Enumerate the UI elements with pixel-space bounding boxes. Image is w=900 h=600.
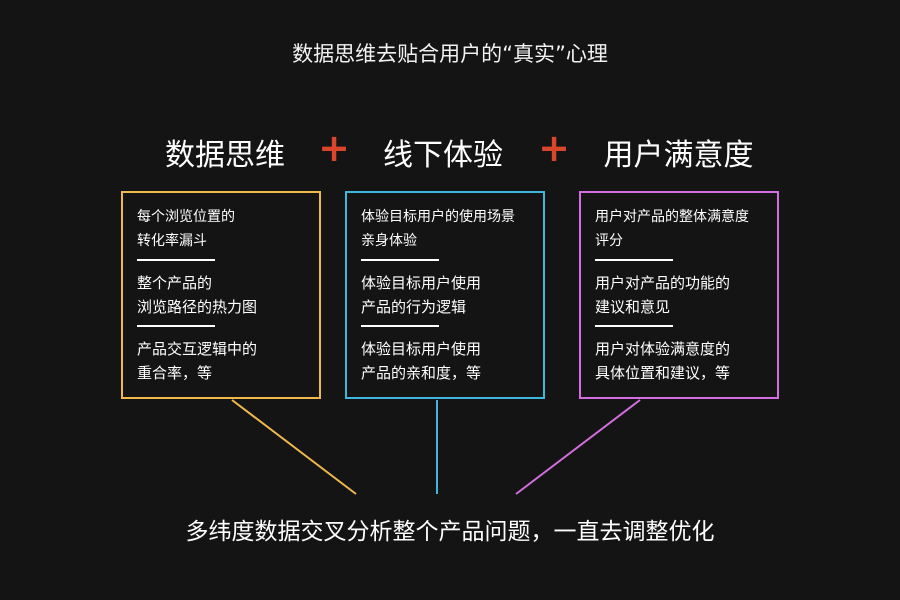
box1-group-1: 每个浏览位置的 转化率漏斗 [137, 205, 319, 253]
box3-group-1: 用户对产品的整体满意度 评分 [595, 205, 777, 253]
box2-group-3: 体验目标用户使用 产品的亲和度，等 [361, 337, 543, 385]
box1-text: 每个浏览位置的 [137, 209, 235, 225]
separator-line [595, 325, 673, 327]
box2-text: 产品的亲和度，等 [361, 364, 482, 382]
box1-group-2: 整个产品的 浏览路径的热力图 [137, 271, 319, 319]
separator-line [137, 259, 215, 261]
box2-text: 产品的行为逻辑 [361, 298, 467, 316]
heading-data-thinking: 数据思维 [165, 138, 285, 173]
box3-text: 具体位置和建议，等 [595, 364, 731, 382]
heading-user-satisfaction: 用户满意度 [603, 138, 754, 173]
box1-group-3: 产品交互逻辑中的 重合率，等 [137, 337, 319, 385]
box1-text: 整个产品的 [137, 274, 213, 292]
conclusion-text: 多纬度数据交叉分析整个产品问题，一直去调整优化 [185, 519, 715, 545]
box1-text: 转化率漏斗 [137, 233, 207, 249]
separator-line [361, 259, 439, 261]
box2-text: 亲身体验 [361, 233, 417, 249]
box2-text: 体验目标用户的使用场景 [361, 209, 515, 225]
box-offline-experience: 体验目标用户的使用场景 亲身体验 体验目标用户使用 产品的行为逻辑 体验目标用户… [345, 191, 545, 399]
connector-line-purple [515, 399, 641, 495]
box-user-satisfaction: 用户对产品的整体满意度 评分 用户对产品的功能的 建议和意见 用户对体验满意度的… [579, 191, 779, 399]
box1-text: 浏览路径的热力图 [137, 298, 258, 316]
connector-line-yellow [231, 399, 357, 495]
box3-group-2: 用户对产品的功能的 建议和意见 [595, 271, 777, 319]
separator-line [595, 259, 673, 261]
plus-sign-2: + [538, 126, 570, 170]
box3-text: 用户对产品的整体满意度 [595, 209, 749, 225]
box2-text: 体验目标用户使用 [361, 340, 482, 358]
box3-text: 用户对产品的功能的 [595, 274, 731, 292]
box3-text: 用户对体验满意度的 [595, 340, 731, 358]
box3-text: 建议和意见 [595, 298, 671, 316]
box2-text: 体验目标用户使用 [361, 274, 482, 292]
separator-line [137, 325, 215, 327]
box3-group-3: 用户对体验满意度的 具体位置和建议，等 [595, 337, 777, 385]
box3-text: 评分 [595, 233, 623, 249]
box1-text: 产品交互逻辑中的 [137, 340, 258, 358]
diagram-title: 数据思维去贴合用户的“真实”心理 [292, 42, 608, 66]
plus-sign-1: + [318, 126, 350, 170]
separator-line [361, 325, 439, 327]
heading-offline-experience: 线下体验 [383, 138, 503, 173]
box1-text: 重合率，等 [137, 364, 213, 382]
box2-group-1: 体验目标用户的使用场景 亲身体验 [361, 205, 543, 253]
box2-group-2: 体验目标用户使用 产品的行为逻辑 [361, 271, 543, 319]
box-data-thinking: 每个浏览位置的 转化率漏斗 整个产品的 浏览路径的热力图 产品交互逻辑中的 重合… [121, 191, 321, 399]
